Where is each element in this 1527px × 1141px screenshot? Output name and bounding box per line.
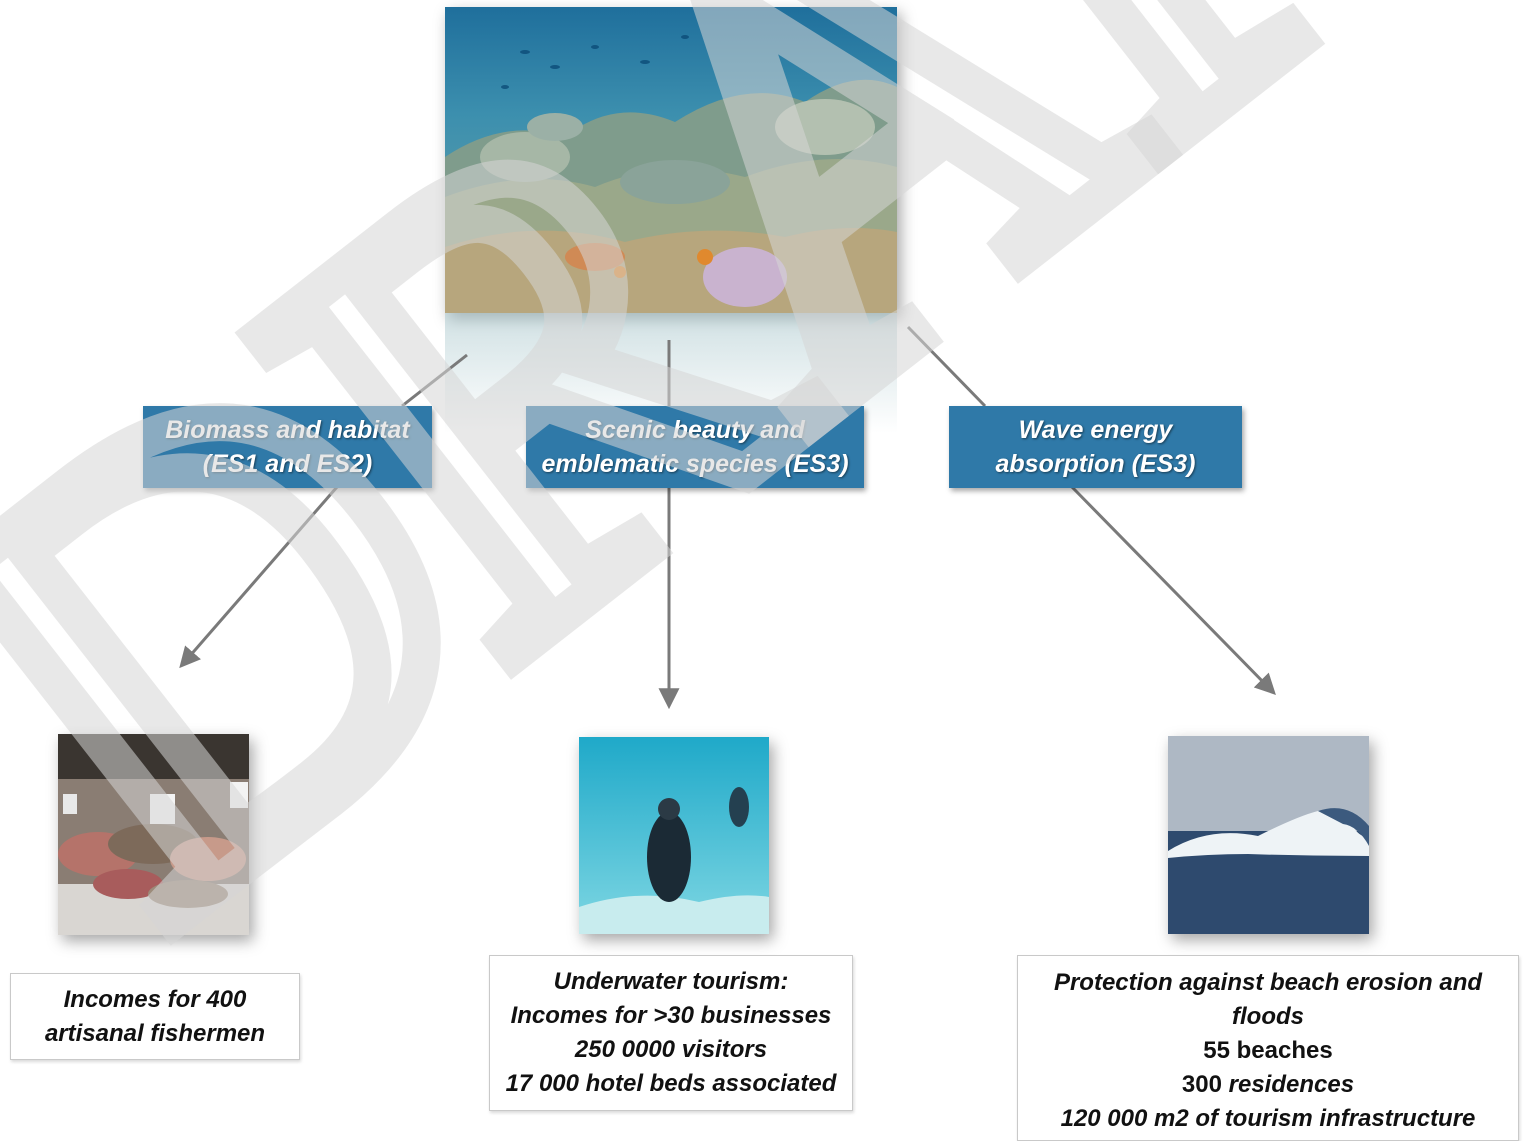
arrow-photo-to-biomass bbox=[401, 353, 468, 408]
service-label-wave: Wave energy absorption (ES3) bbox=[949, 406, 1242, 488]
arrow-wave-to-protection bbox=[1070, 485, 1276, 695]
scuba-diver-photo bbox=[579, 737, 769, 934]
arrow-photo-to-wave bbox=[906, 325, 987, 408]
fish-market-photo bbox=[58, 734, 249, 935]
benefit-line: 250 0000 visitors bbox=[574, 1036, 768, 1063]
arrow-biomass-to-fishery bbox=[179, 486, 339, 669]
benefit-line: 55 beaches bbox=[1203, 1037, 1333, 1064]
service-label-scenic: Scenic beauty and emblematic species (ES… bbox=[526, 406, 864, 488]
benefit-word: residences bbox=[1228, 1071, 1355, 1098]
benefit-line: Incomes for >30 businesses bbox=[510, 1002, 832, 1029]
service-label-line: Wave energy bbox=[1018, 416, 1173, 444]
benefit-line: 300 residences bbox=[1018, 1068, 1518, 1102]
benefit-line: floods bbox=[1232, 1003, 1304, 1030]
coral-reef-photo bbox=[445, 7, 897, 313]
benefit-line: Protection against beach erosion and bbox=[1053, 969, 1483, 996]
benefit-line: 17 000 hotel beds associated bbox=[505, 1070, 837, 1097]
benefit-line: artisanal fishermen bbox=[44, 1019, 266, 1047]
benefit-number: 300 bbox=[1181, 1071, 1222, 1098]
ocean-wave-photo bbox=[1168, 736, 1369, 934]
service-label-line: Biomass and habitat bbox=[165, 416, 410, 444]
service-label-line: Scenic beauty and bbox=[585, 416, 805, 444]
benefit-line: 120 000 m2 of tourism infrastructure bbox=[1060, 1105, 1476, 1132]
benefit-line: Incomes for 400 bbox=[63, 985, 247, 1013]
benefit-line: Underwater tourism: bbox=[553, 968, 789, 995]
service-label-line: (ES1 and ES2) bbox=[202, 450, 373, 478]
benefit-protection: Protection against beach erosion and flo… bbox=[1017, 955, 1519, 1141]
service-label-biomass: Biomass and habitat (ES1 and ES2) bbox=[143, 406, 432, 488]
service-label-line: emblematic species (ES3) bbox=[541, 450, 849, 478]
service-label-line: absorption (ES3) bbox=[995, 450, 1196, 478]
benefit-fishery: Incomes for 400 artisanal fishermen bbox=[10, 973, 300, 1060]
benefit-tourism: Underwater tourism: Incomes for >30 busi… bbox=[489, 955, 853, 1111]
